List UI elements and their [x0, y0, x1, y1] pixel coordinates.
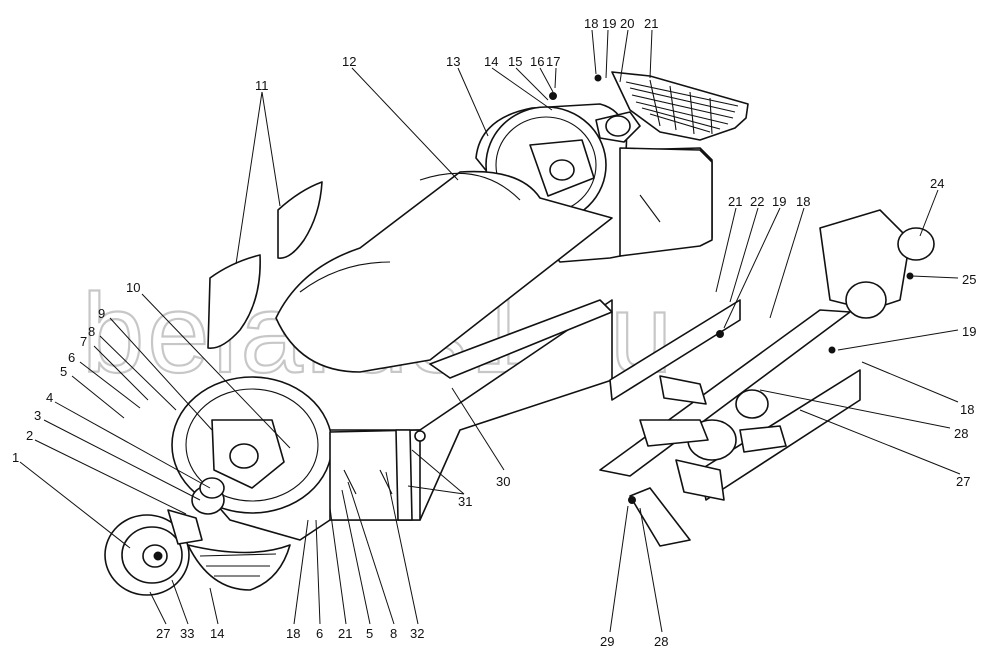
callout-22: 22 — [750, 194, 764, 209]
callout-30: 30 — [496, 474, 510, 489]
callout-numbers: 1 2 3 4 5 6 7 8 9 10 11 12 13 14 15 16 1… — [12, 16, 976, 649]
callout-27-bottom: 27 — [156, 626, 170, 641]
callout-12: 12 — [342, 54, 356, 69]
callout-25: 25 — [962, 272, 976, 287]
callout-19-right: 19 — [962, 324, 976, 339]
callout-18-right: 18 — [960, 402, 974, 417]
callout-10: 10 — [126, 280, 140, 295]
callout-16: 16 — [530, 54, 544, 69]
callout-18-bottom: 18 — [286, 626, 300, 641]
callout-24: 24 — [930, 176, 944, 191]
callout-2: 2 — [26, 428, 33, 443]
cylinder-cover — [275, 170, 613, 373]
callout-17: 17 — [546, 54, 560, 69]
callout-14-bottom: 14 — [210, 626, 224, 641]
callout-19-top: 19 — [602, 16, 616, 31]
callout-7: 7 — [80, 334, 87, 349]
callout-11: 11 — [255, 78, 269, 93]
callout-8: 8 — [88, 324, 95, 339]
callout-1: 1 — [12, 450, 19, 465]
callout-28-bottom: 28 — [654, 634, 668, 649]
callout-21-mid: 21 — [728, 194, 742, 209]
callout-21-top: 21 — [644, 16, 658, 31]
sieve-grate — [611, 71, 749, 141]
callout-18-mid: 18 — [796, 194, 810, 209]
callout-29: 29 — [600, 634, 614, 649]
callout-leaders — [19, 29, 961, 633]
fender-panels — [207, 181, 323, 349]
callout-5-bottom: 5 — [366, 626, 373, 641]
callout-21-bottom: 21 — [338, 626, 352, 641]
callout-4: 4 — [46, 390, 53, 405]
callout-32: 32 — [410, 626, 424, 641]
callout-28-right: 28 — [954, 426, 968, 441]
callout-27-right: 27 — [956, 474, 970, 489]
perforated-shield — [187, 544, 291, 591]
callout-18-top: 18 — [584, 16, 598, 31]
callout-13: 13 — [446, 54, 460, 69]
callout-19-mid: 19 — [772, 194, 786, 209]
callout-6: 6 — [68, 350, 75, 365]
callout-5: 5 — [60, 364, 67, 379]
callout-15: 15 — [508, 54, 522, 69]
callout-14-top: 14 — [484, 54, 498, 69]
callout-3: 3 — [34, 408, 41, 423]
main-housing — [171, 299, 613, 541]
callout-31: 31 — [458, 494, 472, 509]
drive-pulley — [104, 477, 225, 596]
callout-20: 20 — [620, 16, 634, 31]
callout-9: 9 — [98, 306, 105, 321]
callout-8-bottom: 8 — [390, 626, 397, 641]
callout-6-bottom: 6 — [316, 626, 323, 641]
callout-33: 33 — [180, 626, 194, 641]
